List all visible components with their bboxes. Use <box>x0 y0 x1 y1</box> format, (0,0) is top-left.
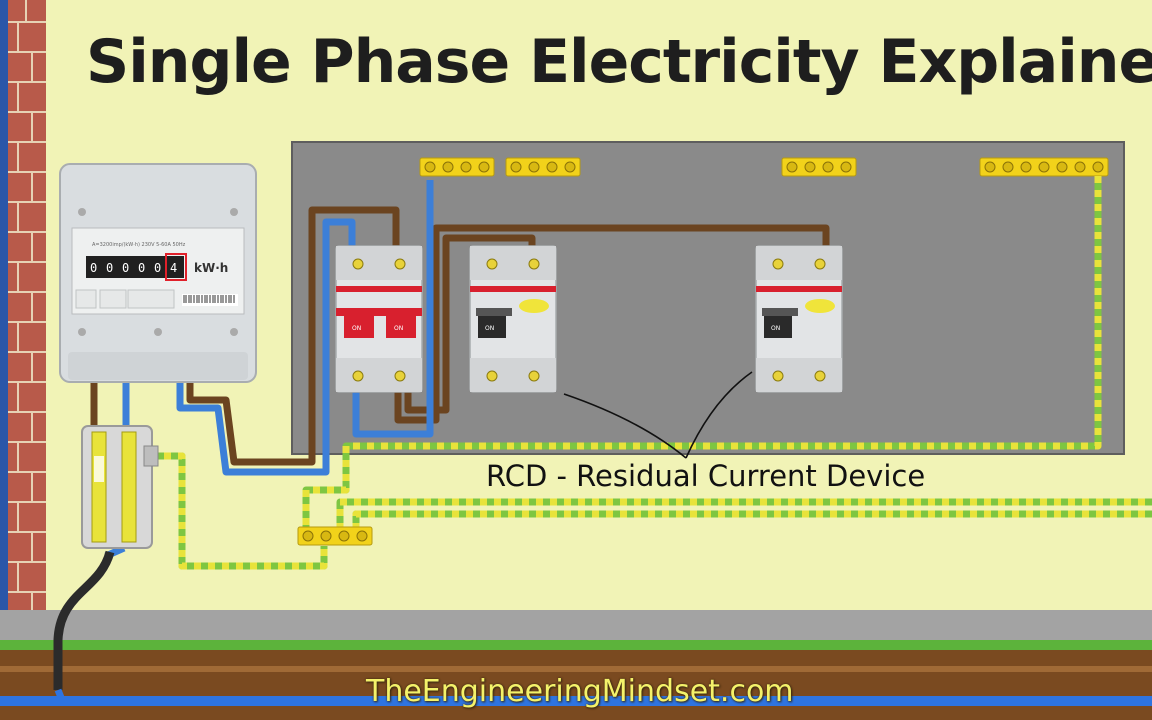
main-switch-toggle-right[interactable] <box>386 316 416 338</box>
watermark: TheEngineeringMindset.com <box>366 674 794 709</box>
meter-screw-icon <box>230 208 238 216</box>
earth-wire-panel-yellow <box>302 176 1102 530</box>
terminal-screw-icon <box>394 370 406 382</box>
electricity-meter: A=3200imp/(kW·h) 230V 5-60A 50Hz 0 0 0 0… <box>59 163 257 383</box>
meter-screw-icon <box>230 328 238 336</box>
meter-screw-icon <box>78 208 86 216</box>
rcd-1-leader-line <box>563 393 687 459</box>
terminal-screw-icon <box>772 370 784 382</box>
brick-wall <box>0 0 46 640</box>
meter-spec-text: A=3200imp/(kW·h) 230V 5-60A 50Hz <box>92 242 186 248</box>
neutral-terminal-bar-2 <box>505 157 581 177</box>
rcd-1-test-button[interactable] <box>519 299 549 313</box>
terminal-screw-icon <box>528 258 540 270</box>
meter-barcode-icon <box>182 294 238 306</box>
meter-digit: 4 <box>170 261 177 275</box>
soil-layer <box>0 666 1152 672</box>
terminal-screw-icon <box>814 370 826 382</box>
terminal-screw-icon <box>352 258 364 270</box>
live-wires <box>90 206 830 466</box>
earth-wire-circuit-yellow <box>336 498 1152 530</box>
meter-reading: 0 0 0 0 0 4 <box>90 261 177 275</box>
earth-connector-block <box>297 526 373 546</box>
rcd-1: ON <box>469 245 557 393</box>
meter-digit: 0 <box>90 261 97 275</box>
rcd-annotation: RCD - Residual Current Device <box>486 459 926 493</box>
wall-edge-strip <box>0 0 8 640</box>
main-switch-toggle-left[interactable] <box>344 316 374 338</box>
meter-register <box>86 256 184 278</box>
meter-digit: 0 <box>154 261 161 275</box>
earth-wires <box>150 176 1152 570</box>
service-fuse <box>81 425 159 549</box>
terminal-screw-icon <box>486 370 498 382</box>
rcd-2-test-button[interactable] <box>805 299 835 313</box>
main-switch: ON ON <box>335 245 423 393</box>
brick-mortar-lines <box>8 0 46 610</box>
supply-cable <box>53 550 115 690</box>
terminal-screw-icon <box>528 370 540 382</box>
main-switch-on-label-left: ON <box>352 325 361 332</box>
rcd-2-toggle[interactable] <box>764 316 792 338</box>
neutral-terminal-bar-1 <box>419 157 495 177</box>
page-title: Single Phase Electricity Explained <box>86 27 1152 97</box>
supply-cable-tail <box>54 688 66 702</box>
meter-unit-label: kW·h <box>194 261 228 275</box>
meter-digit: 0 <box>106 261 113 275</box>
live-wire-to-rcd-2 <box>394 224 830 424</box>
grass-strip <box>0 640 1152 650</box>
neutral-wire-to-terminal-bar <box>352 180 434 438</box>
terminal-screw-icon <box>772 258 784 270</box>
brick-column <box>8 0 46 640</box>
meter-screw-icon <box>154 328 162 336</box>
terminal-screw-icon <box>352 370 364 382</box>
earth-wire-fuse-yellow <box>150 452 328 570</box>
neutral-wire-meter-to-main-switch <box>176 218 356 476</box>
earth-terminal-bar <box>979 157 1109 177</box>
rcd-2-leader-line <box>685 371 753 459</box>
terminal-screw-icon <box>486 258 498 270</box>
terminal-screw-icon <box>394 258 406 270</box>
rcd-2: ON <box>755 245 843 393</box>
rcd-1-toggle[interactable] <box>478 316 506 338</box>
main-switch-on-label-right: ON <box>394 325 403 332</box>
pavement <box>0 610 1152 640</box>
neutral-terminal-bar-3 <box>781 157 857 177</box>
ground <box>0 610 1152 720</box>
earth-wire-circuit-2-yellow <box>352 510 1152 530</box>
meter-digit: 0 <box>138 261 145 275</box>
rcd-2-on-label: ON <box>771 325 780 332</box>
meter-digit: 0 <box>122 261 129 275</box>
soil <box>0 650 1152 720</box>
terminal-screw-icon <box>814 258 826 270</box>
meter-screw-icon <box>78 328 86 336</box>
rcd-1-on-label: ON <box>485 325 494 332</box>
live-wire-meter-to-main-switch <box>186 206 400 466</box>
underground-supply-cable <box>0 696 1152 706</box>
live-wire-to-rcd-1 <box>404 234 536 414</box>
meter-decimal-marker <box>165 253 187 281</box>
